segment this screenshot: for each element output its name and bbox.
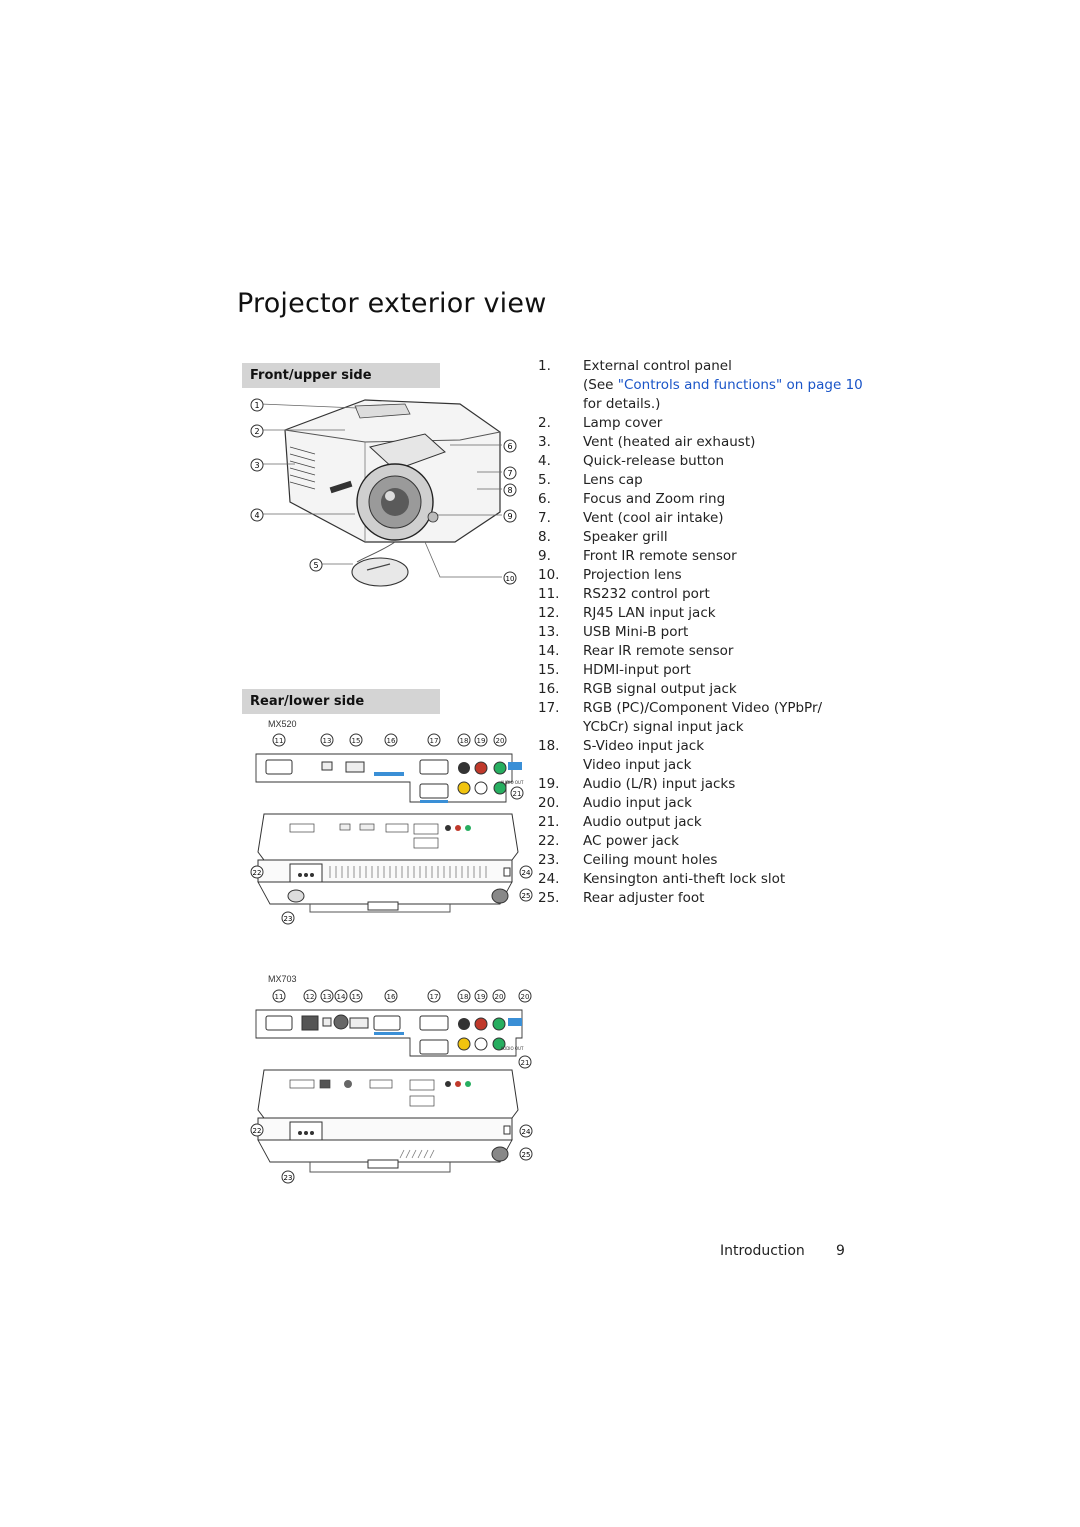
- list-item-note-cont: for details.): [583, 396, 661, 412]
- callout-6: 6: [503, 438, 517, 457]
- list-item: 16.RGB signal output jack: [538, 681, 737, 697]
- mx520-callout-15: 15: [352, 737, 361, 745]
- mx520-callout-22: 22: [253, 869, 262, 877]
- model-label-mx703: MX703: [268, 974, 297, 984]
- mx520-callout-11: 11: [275, 737, 284, 745]
- list-item: 5.Lens cap: [538, 472, 643, 488]
- callout-10-label: 10: [506, 575, 515, 583]
- callout-5: 5: [309, 557, 323, 576]
- mx703-audio-out-label: AUDIO OUT: [501, 1046, 524, 1051]
- mx520-callout-25: 25: [522, 892, 531, 900]
- mx520-callout-20: 20: [496, 737, 505, 745]
- callout-8-label: 8: [507, 486, 512, 495]
- model-label-mx520: MX520: [268, 719, 297, 729]
- callout-3-label: 3: [254, 461, 259, 470]
- mx703-callout-25: 25: [522, 1151, 531, 1159]
- section-header-rear-lower: Rear/lower side: [242, 689, 440, 714]
- callout-1: 1: [250, 397, 264, 416]
- list-item: 1.External control panel: [538, 358, 732, 374]
- front-upper-illustration: [260, 399, 502, 587]
- list-item: 9.Front IR remote sensor: [538, 548, 737, 564]
- mx703-callout-14: 14: [337, 993, 346, 1001]
- callout-4: 4: [250, 507, 264, 526]
- list-item: 10.Projection lens: [538, 567, 682, 583]
- mx703-callout-17: 17: [430, 993, 439, 1001]
- mx703-callout-21: 21: [521, 1059, 530, 1067]
- mx703-callout-20b: 20: [521, 993, 530, 1001]
- list-item: 2.Lamp cover: [538, 415, 663, 431]
- mx520-callout-17: 17: [430, 737, 439, 745]
- callout-3: 3: [250, 457, 264, 476]
- mx703-callout-16: 16: [387, 993, 396, 1001]
- list-item: 11.RS232 control port: [538, 586, 710, 602]
- mx520-callout-19: 19: [477, 737, 486, 745]
- list-item: 13.USB Mini-B port: [538, 624, 689, 640]
- list-item: 21.Audio output jack: [538, 814, 702, 830]
- mx703-callout-12: 12: [306, 993, 315, 1001]
- list-item-cont: Video input jack: [583, 757, 692, 773]
- mx520-callout-21: 21: [513, 790, 522, 798]
- callout-9: 9: [503, 508, 517, 527]
- mx520-callout-23: 23: [284, 915, 293, 923]
- list-item: 22.AC power jack: [538, 833, 679, 849]
- list-item: 18.S-Video input jack: [538, 738, 705, 754]
- list-item-note: (See "Controls and functions" on page 10: [583, 377, 863, 393]
- callout-7-label: 7: [507, 469, 512, 478]
- mx520-callout-13: 13: [323, 737, 332, 745]
- list-item: 7.Vent (cool air intake): [538, 510, 724, 526]
- list-item: 17.RGB (PC)/Component Video (YPbPr/: [538, 700, 823, 716]
- mx703-callout-19: 19: [477, 993, 486, 1001]
- mx520-callout-18: 18: [460, 737, 469, 745]
- list-item: 15.HDMI-input port: [538, 662, 691, 678]
- mx703-callout-22: 22: [253, 1127, 262, 1135]
- callout-9-label: 9: [507, 512, 512, 521]
- list-item: 6.Focus and Zoom ring: [538, 491, 726, 507]
- page-title: Projector exterior view: [237, 288, 547, 319]
- list-item: 8.Speaker grill: [538, 529, 668, 545]
- callout-8: 8: [503, 482, 517, 501]
- callout-1-label: 1: [254, 401, 259, 410]
- mx703-callout-23: 23: [284, 1174, 293, 1182]
- callout-5-label: 5: [313, 561, 318, 570]
- mx520-callout-24: 24: [522, 869, 531, 877]
- callout-2-label: 2: [254, 427, 259, 436]
- list-item: 12.RJ45 LAN input jack: [538, 605, 716, 621]
- list-item: 23.Ceiling mount holes: [538, 852, 718, 868]
- list-item: 25.Rear adjuster foot: [538, 890, 705, 906]
- list-item: 19.Audio (L/R) input jacks: [538, 776, 736, 792]
- callout-4-label: 4: [254, 511, 259, 520]
- mx703-callout-15: 15: [352, 993, 361, 1001]
- callout-7: 7: [503, 465, 517, 484]
- mx520-callout-16: 16: [387, 737, 396, 745]
- list-item: 3.Vent (heated air exhaust): [538, 434, 756, 450]
- mx703-rear-illustration: 11 12 13 14 15 16 17 18 19 20 20 21 AUDI…: [250, 989, 533, 1184]
- list-item: 24.Kensington anti-theft lock slot: [538, 871, 786, 887]
- list-item: 14.Rear IR remote sensor: [538, 643, 734, 659]
- list-item-cont: YCbCr) signal input jack: [583, 719, 744, 735]
- controls-and-functions-link[interactable]: "Controls and functions" on page 10: [617, 377, 863, 393]
- section-header-front-upper: Front/upper side: [242, 363, 440, 388]
- list-item: 4.Quick-release button: [538, 453, 725, 469]
- mx520-audio-out-label: AUDIO OUT: [501, 780, 524, 785]
- footer-section-name: Introduction: [720, 1243, 805, 1259]
- mx703-callout-20a: 20: [495, 993, 504, 1001]
- mx703-callout-24: 24: [522, 1128, 531, 1136]
- callout-6-label: 6: [507, 442, 512, 451]
- mx520-rear-illustration: 11 13 15 16 17 18 19 20 21 AUDIO OUT: [250, 733, 533, 925]
- mx703-callout-18: 18: [460, 993, 469, 1001]
- list-item: 20.Audio input jack: [538, 795, 692, 811]
- exterior-parts-list: 1.External control panel (See "Controls …: [538, 357, 863, 908]
- mx703-callout-13: 13: [323, 993, 332, 1001]
- mx703-callout-11: 11: [275, 993, 284, 1001]
- footer-page-number: 9: [836, 1243, 845, 1259]
- callout-2: 2: [250, 423, 264, 442]
- callout-10: 10: [503, 570, 517, 589]
